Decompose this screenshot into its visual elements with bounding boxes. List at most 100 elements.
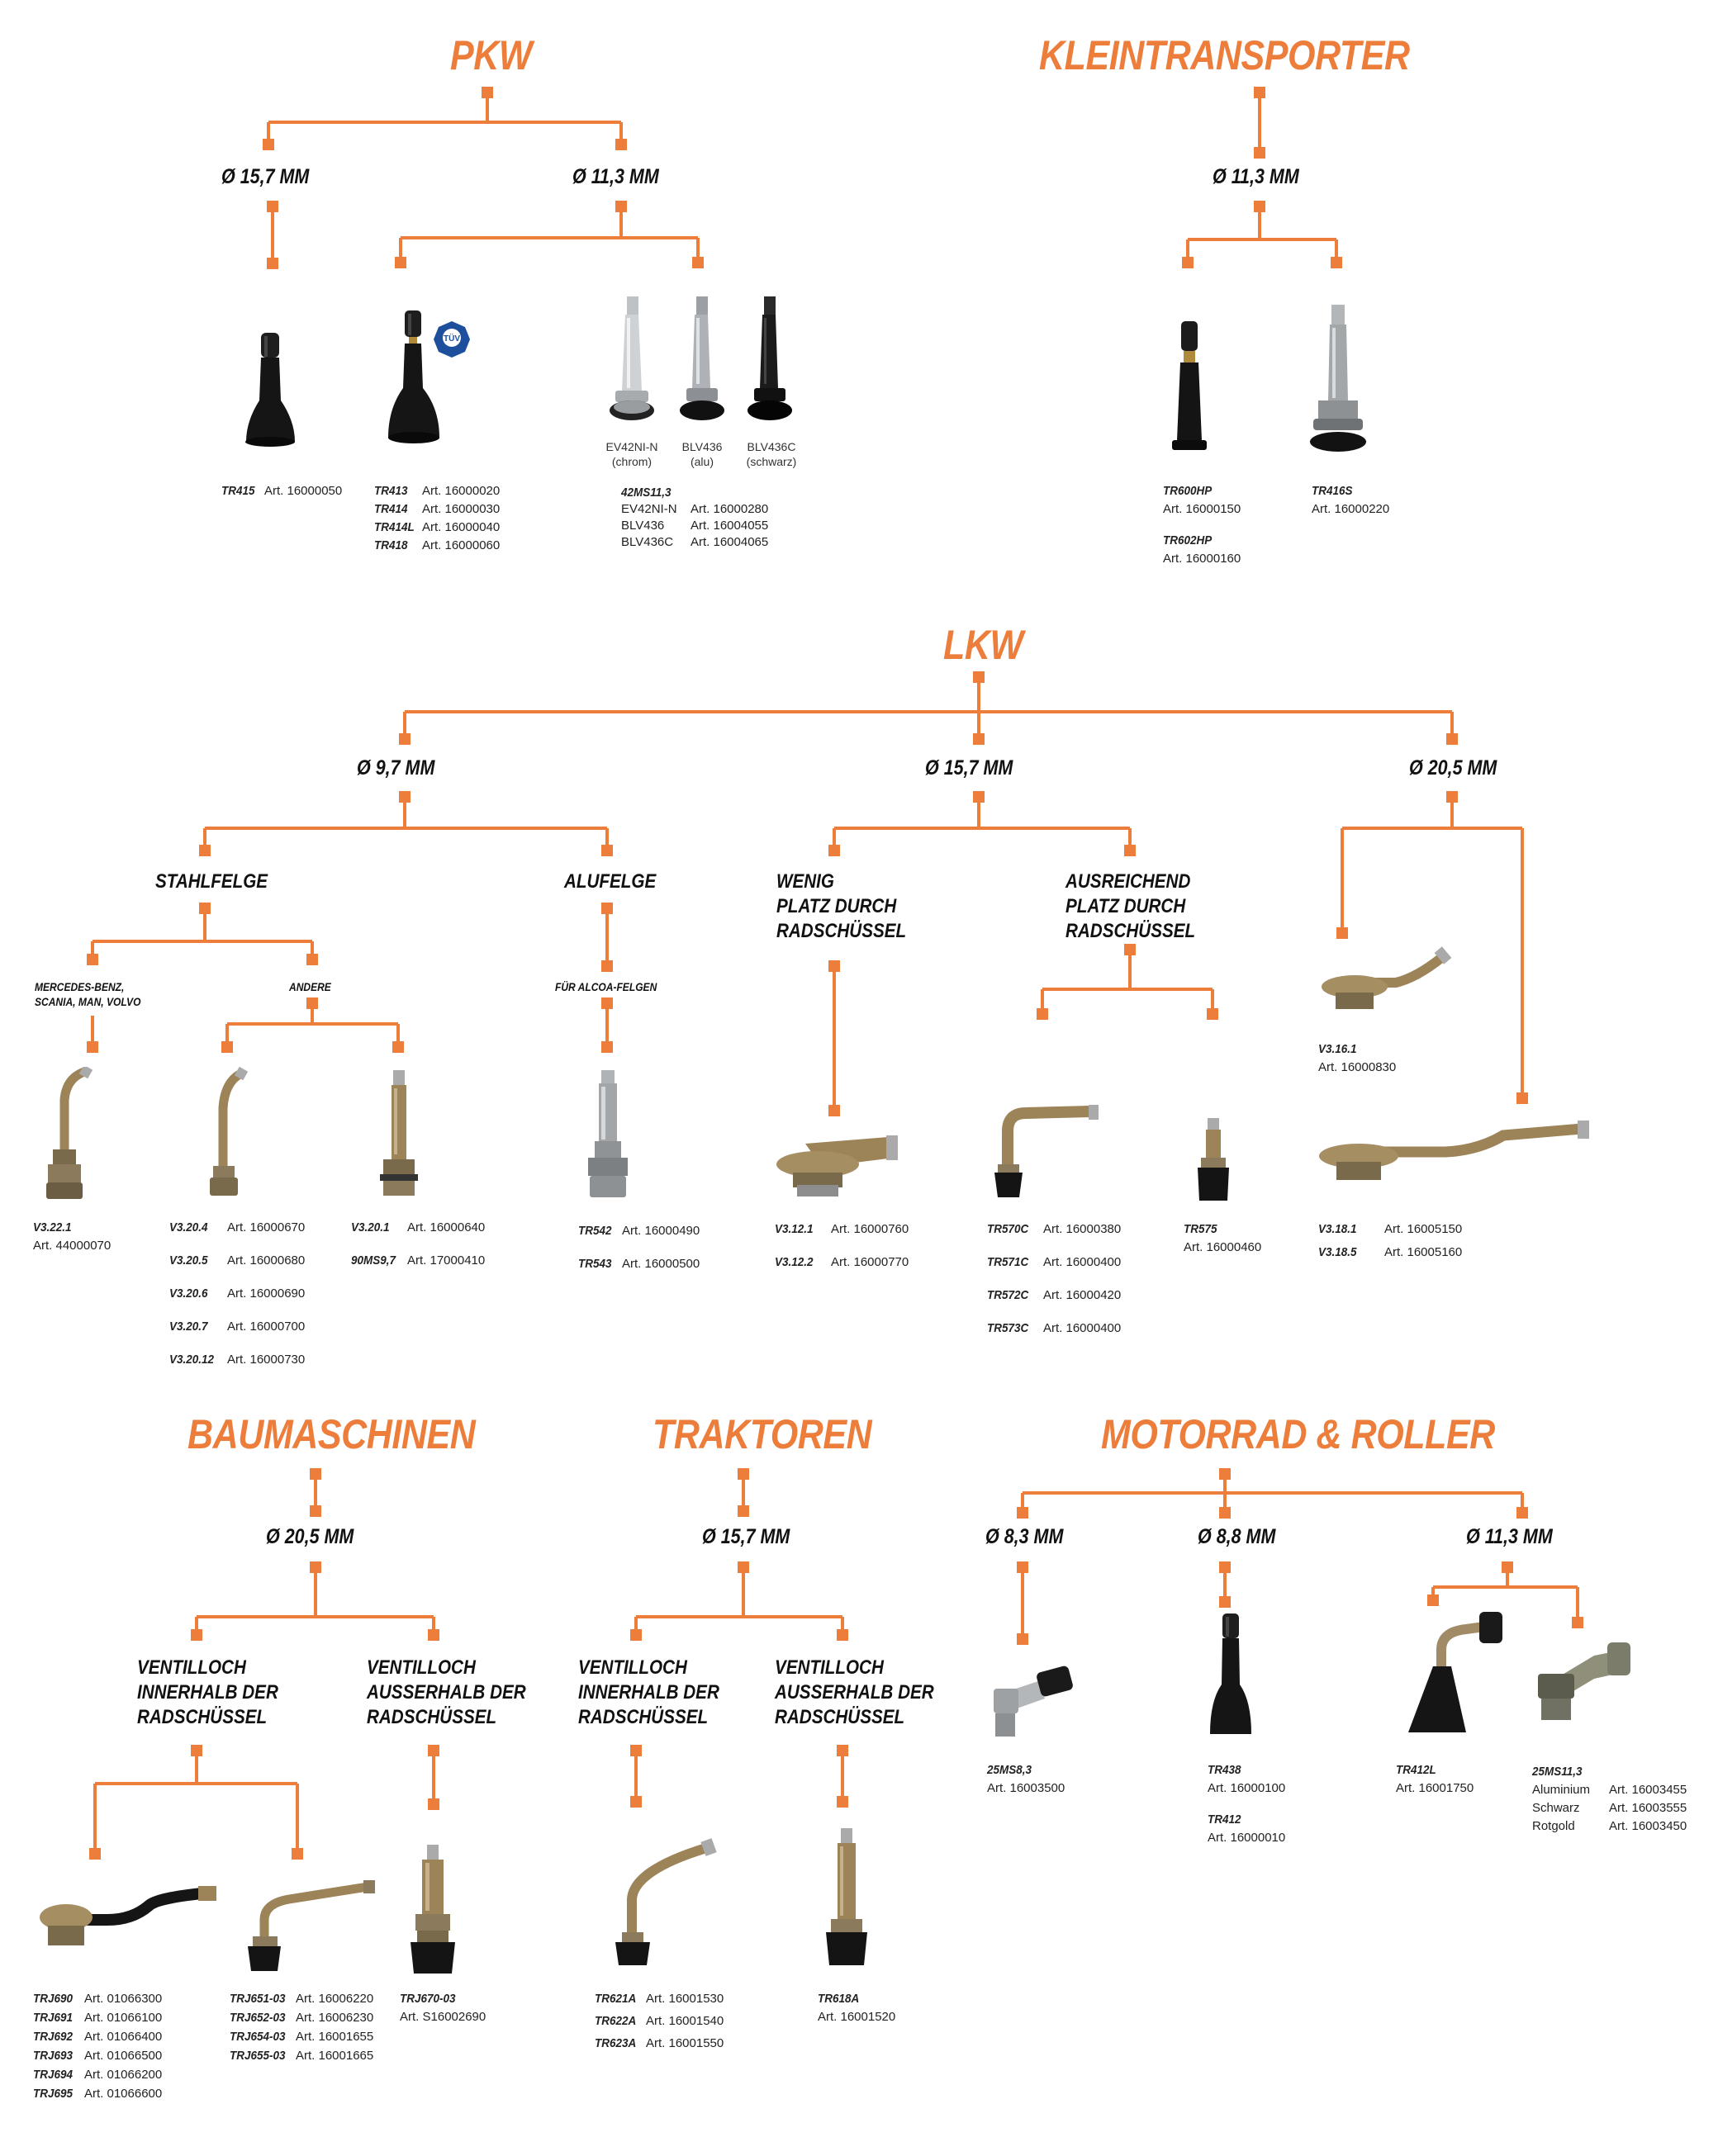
caption-blv436: BLV436 (alu) bbox=[681, 440, 723, 468]
article-number: Art. 16006230 bbox=[296, 2011, 374, 2025]
article-number: Art. 16000380 bbox=[1043, 1222, 1122, 1236]
article-number: Art. 44000070 bbox=[33, 1239, 112, 1253]
svg-text:TÜV: TÜV bbox=[444, 333, 460, 344]
article-number: Art. S16002690 bbox=[400, 2010, 486, 2024]
article-code: TR416S bbox=[1312, 484, 1353, 498]
article-number: Art. 16001750 bbox=[1396, 1781, 1474, 1795]
pkw-title: PKW bbox=[450, 32, 533, 78]
article-code: TR622A bbox=[595, 2014, 637, 2028]
tr415-code: TR415 bbox=[221, 484, 255, 498]
moto-diameter-113: Ø 11,3 MM bbox=[1466, 1525, 1553, 1548]
article-number: Art. 01066200 bbox=[84, 2068, 163, 2082]
25ms8-3-valve-image bbox=[994, 1666, 1073, 1737]
article-code: V3.20.5 bbox=[169, 1253, 208, 1268]
article-number: Art. 01066500 bbox=[84, 2049, 163, 2063]
tr415-valve-image bbox=[245, 333, 295, 447]
kleintransporter-title: KLEINTRANSPORTER bbox=[1039, 32, 1410, 78]
lkw-diameter-157: Ø 15,7 MM bbox=[925, 756, 1013, 779]
blv436-valve-image bbox=[680, 296, 724, 420]
v3-20-4-valve-image bbox=[210, 1067, 249, 1196]
article-number: Art. 16000690 bbox=[227, 1286, 306, 1301]
article-number: Art. 16001530 bbox=[646, 1992, 724, 2006]
article-code: TRJ654-03 bbox=[230, 2030, 286, 2044]
article-code: TR438 bbox=[1208, 1763, 1241, 1777]
article-code: TR412L bbox=[1396, 1763, 1436, 1777]
article-number: Art. 16000280 bbox=[691, 502, 769, 516]
article-code: V3.16.1 bbox=[1318, 1042, 1357, 1056]
moto-diameter-88: Ø 8,8 MM bbox=[1198, 1525, 1276, 1548]
article-number: Art. 16003450 bbox=[1609, 1819, 1687, 1833]
article-number: Art. 16000060 bbox=[422, 538, 501, 552]
article-code: TRJ692 bbox=[33, 2030, 74, 2044]
article-code: TRJ651-03 bbox=[230, 1992, 286, 2006]
tr416s-valve-image bbox=[1310, 305, 1366, 452]
article-number: Art. 16000100 bbox=[1208, 1781, 1286, 1795]
article-number: Art. 16004065 bbox=[691, 535, 769, 549]
article-number: Art. 16003500 bbox=[987, 1781, 1065, 1795]
article-number: Art. 01066600 bbox=[84, 2087, 163, 2101]
v3-20-1-valve-image bbox=[380, 1070, 418, 1196]
article-number: Art. 16000730 bbox=[227, 1353, 306, 1367]
article-number: Art. 01066400 bbox=[84, 2030, 163, 2044]
article-code: TR575 bbox=[1184, 1222, 1217, 1236]
article-number: Art. 16000400 bbox=[1043, 1255, 1122, 1269]
article-code: TR543 bbox=[578, 1257, 612, 1271]
article-number: Art. 16000420 bbox=[1043, 1288, 1122, 1302]
article-number: Art. 16000020 bbox=[422, 484, 501, 498]
article-code: TR573C bbox=[987, 1321, 1029, 1335]
caption-blv436c: BLV436C (schwarz) bbox=[746, 440, 797, 468]
article-code: TR570C bbox=[987, 1222, 1029, 1236]
article-code: Rotgold bbox=[1532, 1819, 1575, 1833]
article-number: Art. 16000670 bbox=[227, 1220, 306, 1234]
article-code: V3.20.7 bbox=[169, 1320, 208, 1334]
article-number: Art. 16000160 bbox=[1163, 552, 1241, 566]
article-code: V3.20.12 bbox=[169, 1353, 215, 1367]
v3-18-1-valve-image bbox=[1319, 1121, 1589, 1180]
alcoa-label: FÜR ALCOA-FELGEN bbox=[555, 980, 657, 993]
article-number: Art. 16000830 bbox=[1318, 1060, 1397, 1074]
tr438-valve-image bbox=[1210, 1613, 1251, 1734]
article-number: Art. 16006220 bbox=[296, 1992, 374, 2006]
article-code: V3.20.1 bbox=[351, 1220, 390, 1234]
bau-diameter-205: Ø 20,5 MM bbox=[266, 1525, 354, 1548]
mercedes-label: MERCEDES-BENZ, SCANIA, MAN, VOLVO bbox=[35, 980, 141, 1008]
trak-inner-label: VENTILLOCH INNERHALB DER RADSCHÜSSEL bbox=[578, 1656, 719, 1728]
article-number: Art. 01066100 bbox=[84, 2011, 163, 2025]
article-code: TRJ652-03 bbox=[230, 2011, 286, 2025]
article-number: Art. 16001665 bbox=[296, 2049, 374, 2063]
article-code: EV42NI-N bbox=[621, 502, 677, 516]
trj651-valve-image bbox=[248, 1880, 375, 1971]
tr618a-valve-image bbox=[826, 1828, 867, 1965]
baumaschinen-title: BAUMASCHINEN bbox=[187, 1411, 476, 1457]
article-number: Art. 16000150 bbox=[1163, 502, 1241, 516]
article-code: 25MS11,3 bbox=[1532, 1765, 1583, 1779]
article-code: Aluminium bbox=[1532, 1783, 1591, 1797]
article-code: V3.12.2 bbox=[775, 1255, 814, 1269]
article-code: TR418 bbox=[374, 538, 408, 552]
article-code: V3.18.5 bbox=[1318, 1245, 1357, 1259]
ev42ni-valve-image bbox=[610, 296, 654, 420]
article-code: TR414L bbox=[374, 520, 415, 534]
article-number: Art. 16000700 bbox=[227, 1320, 306, 1334]
article-code: 25MS8,3 bbox=[987, 1763, 1032, 1777]
article-number: Art. 16000640 bbox=[407, 1220, 486, 1234]
article-code: V3.18.1 bbox=[1318, 1222, 1357, 1236]
bau-outer-label: VENTILLOCH AUSSERHALB DER RADSCHÜSSEL bbox=[367, 1656, 526, 1728]
article-code: TR572C bbox=[987, 1288, 1029, 1302]
article-code: BLV436C bbox=[621, 535, 674, 549]
tr542-valve-image bbox=[588, 1070, 628, 1197]
article-code: TR542 bbox=[578, 1224, 612, 1238]
blv436c-valve-image bbox=[747, 296, 792, 420]
article-number: Art. 16000400 bbox=[1043, 1321, 1122, 1335]
article-code: TRJ694 bbox=[33, 2068, 74, 2082]
25ms11-3-valve-image bbox=[1538, 1642, 1630, 1720]
article-code: TRJ693 bbox=[33, 2049, 74, 2063]
ausreichend-platz-label: AUSREICHEND PLATZ DURCH RADSCHÜSSEL bbox=[1065, 870, 1196, 942]
article-number: Art. 16000760 bbox=[831, 1222, 909, 1236]
lkw-diameter-205: Ø 20,5 MM bbox=[1409, 756, 1497, 779]
stahlfelge-label: STAHLFELGE bbox=[155, 870, 268, 893]
article-code: 42MS11,3 bbox=[621, 486, 672, 500]
tr575-valve-image bbox=[1198, 1118, 1229, 1201]
